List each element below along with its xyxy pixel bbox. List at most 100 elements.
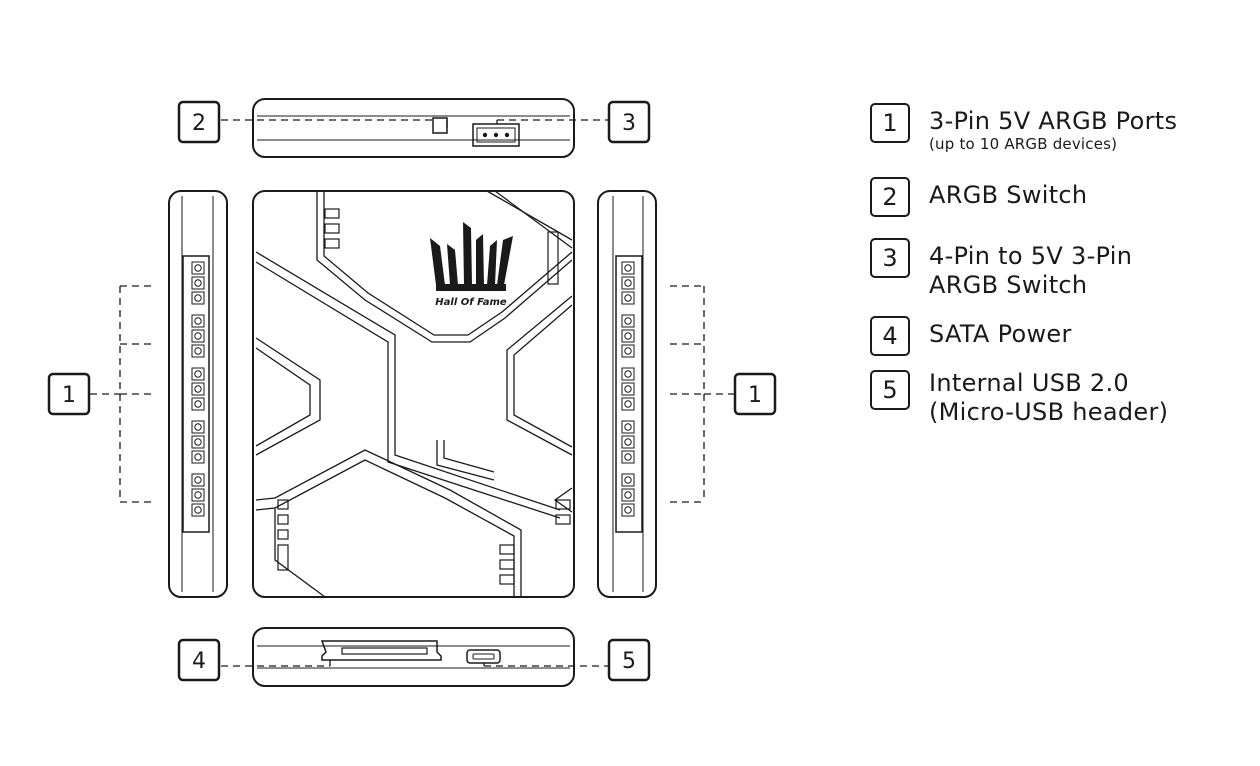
left-side-view [168,190,228,598]
legend-item-3: 3 4-Pin to 5V 3-Pin ARGB Switch [870,238,1132,300]
pin-hole [194,385,202,393]
controller-diagram: Hall Of Fame [47,98,777,687]
pin-hole [194,423,202,431]
legend-label: ARGB Switch [929,181,1088,209]
pin-hole [624,438,632,446]
legend-item-5: 5 Internal USB 2.0 (Micro-USB header) [870,369,1169,427]
pin-hole [624,264,632,272]
pin-socket [191,473,205,487]
legend-item-2: 2 ARGB Switch [870,177,1087,217]
svg-text:4: 4 [192,649,206,674]
svg-text:3: 3 [622,111,636,136]
svg-text:5: 5 [622,649,636,674]
pin-hole [624,453,632,461]
pin-socket [191,261,205,275]
pin-hole [624,506,632,514]
pin-socket [621,420,635,434]
legend-number: 3 [870,238,910,278]
micro-usb-connector [466,649,501,664]
pin-hole [624,476,632,484]
pin-socket [191,450,205,464]
pin-socket [191,397,205,411]
pin-socket [621,435,635,449]
callout-bottom-left: 4 [177,638,221,682]
pin-hole [194,506,202,514]
sata-power-connector [320,640,442,661]
pin-socket [191,367,205,381]
pin-hole [624,279,632,287]
legend-number: 1 [870,103,910,143]
pin-socket [621,450,635,464]
callout-top-left: 2 [177,100,221,144]
pin-socket [621,314,635,328]
callout-right: 1 [733,372,777,416]
pin-socket [621,329,635,343]
bottom-edge-view [252,627,575,687]
pin-hole [194,491,202,499]
pin-hole [624,491,632,499]
pin-hole [194,438,202,446]
legend-item-1: 1 3-Pin 5V ARGB Ports (up to 10 ARGB dev… [870,103,1177,152]
pin-socket [621,291,635,305]
pin-hole [624,385,632,393]
svg-text:1: 1 [748,383,762,408]
pin-socket [621,488,635,502]
pin-hole [194,279,202,287]
pin-socket [191,382,205,396]
callout-left: 1 [47,372,91,416]
argb-switch [432,117,448,134]
pin-hole [194,347,202,355]
pin-socket [191,503,205,517]
pin-hole [194,264,202,272]
front-face: Hall Of Fame [252,190,575,598]
pin-socket [191,291,205,305]
hof-logo-icon: Hall Of Fame [430,222,513,308]
legend-label: Internal USB 2.0 (Micro-USB header) [929,369,1169,426]
legend-number: 5 [870,370,910,410]
pin-hole [624,347,632,355]
pin-socket [621,397,635,411]
pin-hole [194,317,202,325]
pin-socket [621,261,635,275]
pin-socket [191,488,205,502]
pin-socket [621,367,635,381]
pin-hole [624,423,632,431]
legend-label: 4-Pin to 5V 3-Pin ARGB Switch [929,242,1133,299]
pin-socket [621,382,635,396]
pin-hole [194,453,202,461]
pin-socket [621,503,635,517]
pin-hole [194,294,202,302]
pin-socket [191,344,205,358]
pin-hole [624,294,632,302]
legend-label: 3-Pin 5V ARGB Ports (up to 10 ARGB devic… [929,107,1178,153]
legend-sublabel: (up to 10 ARGB devices) [929,135,1118,153]
legend-item-4: 4 SATA Power [870,316,1072,356]
pin-hole [194,370,202,378]
right-side-view [597,190,657,598]
pin-socket [621,344,635,358]
legend-label: SATA Power [929,320,1072,348]
pin-socket [191,276,205,290]
pin-socket [621,473,635,487]
pin-socket [191,435,205,449]
pin-hole [624,370,632,378]
svg-text:1: 1 [62,383,76,408]
pin-hole [194,332,202,340]
logo-brand-text: Hall Of Fame [435,297,507,308]
pin-hole [624,332,632,340]
pin-socket [621,276,635,290]
legend-number: 4 [870,316,910,356]
svg-text:2: 2 [192,111,206,136]
top-edge-view [252,98,575,158]
pin-socket [191,329,205,343]
callout-top-right: 3 [607,100,651,144]
callout-bottom-right: 5 [607,638,651,682]
pin-socket [191,420,205,434]
argb-3pin-connector [472,123,520,147]
pin-socket [191,314,205,328]
pin-hole [624,317,632,325]
pin-hole [624,400,632,408]
legend-number: 2 [870,177,910,217]
pin-hole [194,476,202,484]
pin-hole [194,400,202,408]
